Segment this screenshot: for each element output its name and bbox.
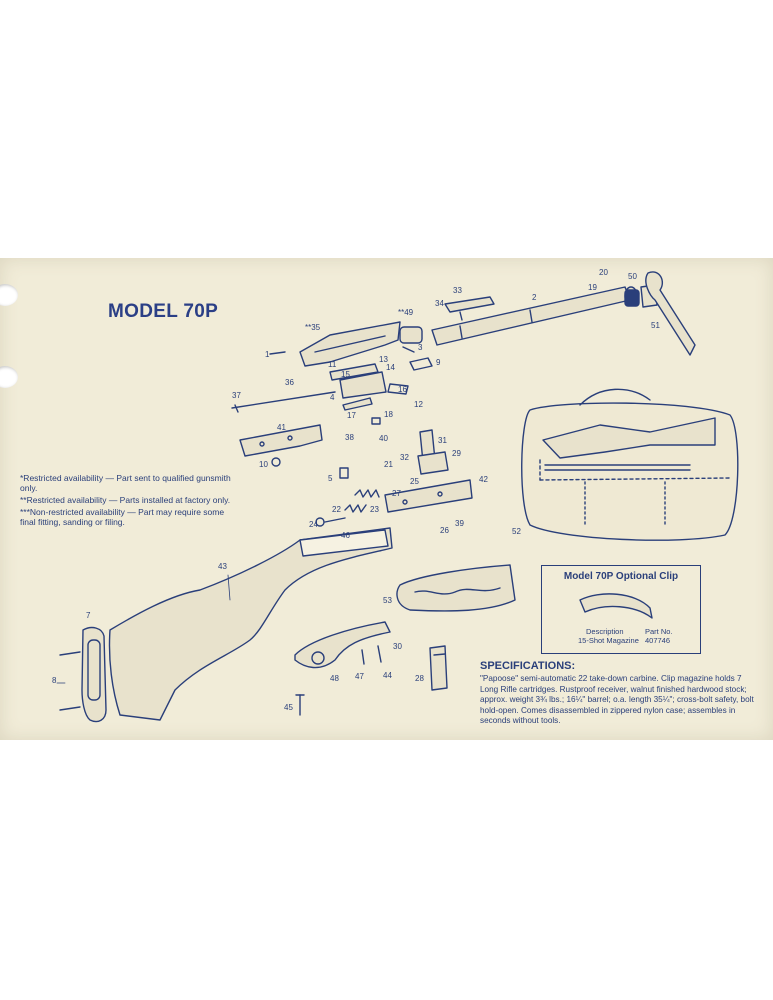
label-part-21: 21 — [384, 460, 393, 469]
optional-clip-drawing — [579, 593, 653, 619]
clip-description: 15-Shot Magazine — [578, 636, 639, 645]
label-part-48: 48 — [330, 674, 339, 683]
label-part-23: 23 — [370, 505, 379, 514]
label-part-45: 45 — [284, 703, 293, 712]
page-title: MODEL 70P — [108, 301, 219, 322]
label-part-49: **49 — [398, 308, 414, 317]
label-part-9: 9 — [436, 358, 441, 367]
label-part-52: 52 — [512, 527, 521, 536]
sear-plate-drawing — [384, 479, 473, 513]
label-part-20: 20 — [599, 268, 608, 277]
springs-drawing — [315, 467, 380, 527]
binder-hole — [0, 366, 18, 388]
part-number-labels: 1 2 3 4 5 7 8 9 10 11 12 13 14 15 16 17 … — [52, 268, 660, 712]
label-part-44: 44 — [383, 671, 392, 680]
specifications-text: "Papoose" semi-automatic 22 take-down ca… — [480, 674, 754, 725]
label-part-27: 27 — [392, 489, 401, 498]
optional-clip-box: Model 70P Optional Clip Description Part… — [541, 565, 701, 654]
label-part-29: 29 — [452, 449, 461, 458]
binder-hole — [0, 284, 18, 306]
label-part-2: 2 — [532, 293, 537, 302]
label-part-34: 34 — [435, 299, 444, 308]
label-part-26: 26 — [440, 526, 449, 535]
label-part-46: 46 — [341, 531, 350, 540]
label-part-7: 7 — [86, 611, 91, 620]
label-part-24: 24 — [309, 520, 318, 529]
leader-lines — [56, 574, 231, 684]
note-restricted-factory: **Restricted availability — Parts instal… — [20, 495, 231, 505]
label-part-1: 1 — [265, 350, 270, 359]
label-part-37: 37 — [232, 391, 241, 400]
label-part-25: 25 — [410, 477, 419, 486]
barrel-nut-drawing — [624, 284, 658, 308]
label-part-22: 22 — [332, 505, 341, 514]
label-part-3: 3 — [418, 343, 423, 352]
label-part-16: 16 — [398, 385, 407, 394]
optional-clip-heading: Model 70P Optional Clip — [563, 571, 679, 582]
clip-part-no-header: Part No. — [645, 627, 673, 636]
note-non-restricted: ***Non-restricted availability — Part ma… — [20, 507, 225, 527]
label-part-35: **35 — [305, 323, 321, 332]
part-33-34-drawing — [444, 296, 495, 321]
label-part-51: 51 — [651, 321, 660, 330]
availability-notes: *Restricted availability — Part sent to … — [20, 473, 235, 529]
label-part-33: 33 — [453, 286, 462, 295]
magazine-drawing — [429, 645, 448, 691]
clip-description-header: Description — [586, 627, 624, 636]
label-part-39: 39 — [455, 519, 464, 528]
trigger-parts-drawing — [417, 429, 449, 475]
label-part-14: 14 — [386, 363, 395, 372]
trigger-guard-drawing — [294, 621, 391, 669]
screw-45-drawing — [295, 694, 305, 716]
label-part-11: 11 — [328, 360, 337, 369]
foam-insert-drawing — [396, 564, 516, 612]
label-part-18: 18 — [384, 410, 393, 419]
label-part-41: 41 — [277, 423, 286, 432]
specifications-heading: SPECIFICATIONS: — [480, 660, 576, 672]
label-part-31: 31 — [438, 436, 447, 445]
label-part-28: 28 — [415, 674, 424, 683]
label-part-4: 4 — [330, 393, 335, 402]
label-part-53: 53 — [383, 596, 392, 605]
label-part-5: 5 — [328, 474, 333, 483]
note-restricted-gunsmith: *Restricted availability — Part sent to … — [20, 473, 231, 493]
stock-drawing — [108, 527, 393, 721]
label-part-10: 10 — [259, 460, 268, 469]
label-part-43: 43 — [218, 562, 227, 571]
label-part-19: 19 — [588, 283, 597, 292]
label-part-30: 30 — [393, 642, 402, 651]
label-part-15: 15 — [341, 370, 350, 379]
trigger-housing-drawing — [239, 424, 323, 467]
label-part-50: 50 — [628, 272, 637, 281]
label-part-47: 47 — [355, 672, 364, 681]
label-part-36: 36 — [285, 378, 294, 387]
label-part-40: 40 — [379, 434, 388, 443]
clip-part-no: 407746 — [645, 636, 671, 645]
small-parts-drawing — [231, 346, 433, 425]
butt-plate-drawing — [59, 626, 107, 723]
label-part-32: 32 — [400, 453, 409, 462]
label-part-42: 42 — [479, 475, 488, 484]
receiver-drawing — [299, 321, 401, 367]
label-part-12: 12 — [414, 400, 423, 409]
label-part-38: 38 — [345, 433, 354, 442]
barrel-drawing — [399, 286, 638, 346]
label-part-13: 13 — [379, 355, 388, 364]
label-part-17: 17 — [347, 411, 356, 420]
carrying-case-drawing — [521, 388, 739, 541]
label-part-8: 8 — [52, 676, 57, 685]
part-51-drawing — [645, 271, 696, 356]
